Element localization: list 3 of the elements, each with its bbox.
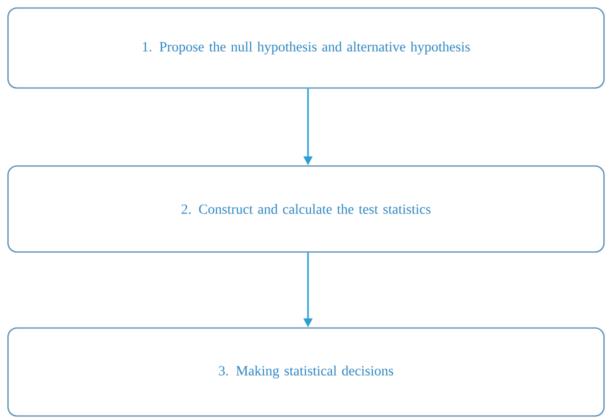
process-box: 1. Propose the null hypothesis and alternative hypothesis bbox=[7, 7, 605, 89]
process-box: 3. Making statistical decisions bbox=[7, 327, 605, 417]
process-box: 2. Construct and calculate the test statistics bbox=[7, 165, 605, 253]
